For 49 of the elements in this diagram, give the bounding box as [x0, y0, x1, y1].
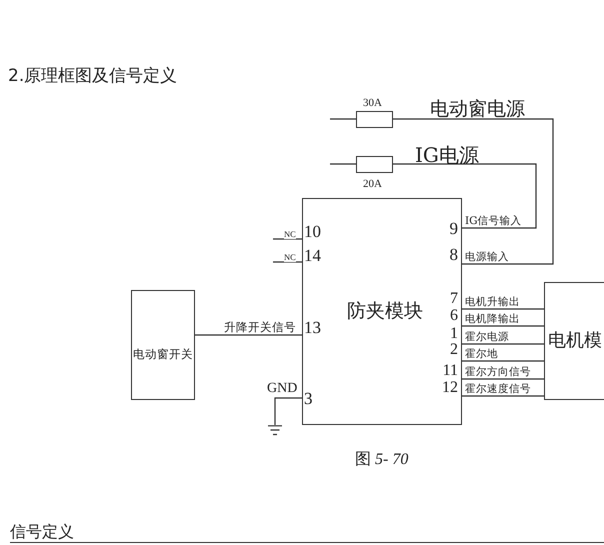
edge-label: 霍尔速度信号 — [465, 384, 531, 394]
wire — [273, 238, 302, 240]
edge-label: 霍尔地 — [465, 349, 498, 360]
ground-symbol — [268, 425, 282, 436]
wire — [393, 118, 554, 265]
pin-number: 1 — [450, 326, 458, 342]
pin-number: 14 — [304, 247, 321, 264]
wire — [274, 397, 302, 425]
pin-number: 3 — [304, 390, 312, 407]
wire — [462, 395, 544, 397]
pin-number: 2 — [450, 342, 458, 358]
edge-label: 霍尔方向信号 — [465, 367, 531, 378]
pin-number: 11 — [442, 363, 458, 379]
edge-label: 电机升输出 — [465, 297, 520, 308]
pin-number: 7 — [450, 291, 458, 307]
fuse-symbol — [356, 156, 393, 173]
edge-label: NC — [284, 230, 296, 238]
wire — [462, 343, 544, 345]
edge-label: 电机降输出 — [465, 314, 520, 324]
supply-label: IG电源 — [415, 145, 479, 165]
pin-number: 8 — [450, 246, 458, 263]
edge-label: 霍尔电源 — [465, 332, 509, 342]
wire — [195, 334, 302, 336]
edge-label: IG信号输入 — [465, 216, 522, 226]
section-heading: 信号定义 — [10, 524, 74, 540]
edge-label: 升降开关信号 — [224, 322, 296, 334]
pin-number: 12 — [442, 380, 458, 396]
pin-number: 10 — [304, 223, 321, 240]
fuse-symbol — [356, 111, 393, 128]
edge-label: 电源输入 — [465, 252, 509, 262]
wire — [330, 163, 356, 165]
wire — [462, 308, 544, 310]
wire — [462, 360, 544, 362]
wire — [273, 261, 302, 263]
pin-number: 6 — [450, 308, 458, 324]
fuse-rating: 30A — [363, 98, 382, 109]
pin-number: 13 — [304, 319, 321, 336]
motor-box: 电机模 — [544, 282, 604, 400]
supply-label: 电动窗电源 — [430, 100, 525, 119]
edge-label: NC — [284, 253, 296, 262]
wire — [330, 118, 356, 120]
fuse-rating: 20A — [363, 179, 382, 190]
wire — [393, 163, 537, 229]
switch-box: 电动窗开关 — [131, 290, 195, 400]
wire — [462, 378, 544, 380]
heading: 2.原理框图及信号定义 — [8, 68, 178, 85]
figure-caption: 图 5- 70 — [355, 452, 408, 468]
pin-number: 9 — [450, 220, 458, 237]
wire — [462, 325, 544, 327]
